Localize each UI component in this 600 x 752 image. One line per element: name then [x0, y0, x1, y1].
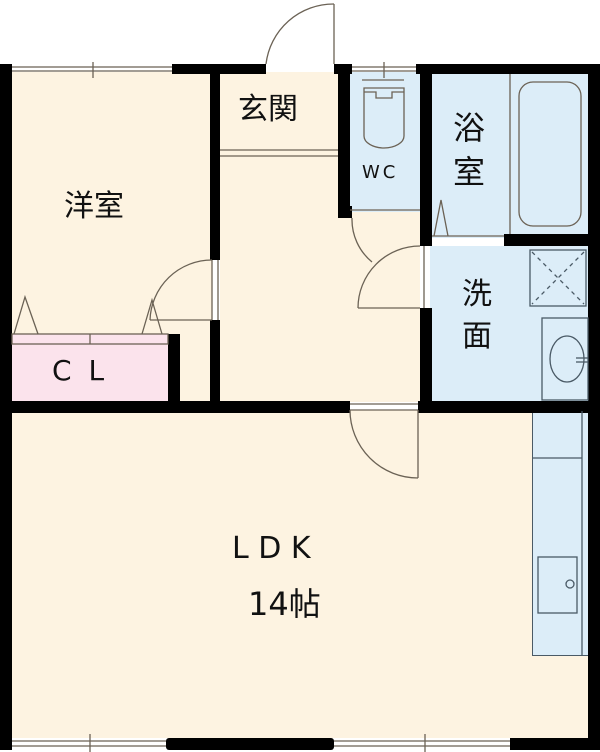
wall-toilet-bottom [338, 206, 352, 218]
bottom-wall-segment-2 [510, 738, 600, 750]
washroom-label-line2: 面 [462, 319, 492, 354]
window-toilet [352, 62, 416, 78]
entrance-area [220, 72, 338, 152]
top-wall-segment-2 [334, 64, 352, 74]
window-western-room [12, 62, 172, 78]
entrance-door-swing [265, 3, 335, 65]
toilet-label: WC [362, 162, 399, 183]
ldk-door-swing [349, 403, 419, 479]
bathroom-label-line2: 室 [453, 153, 486, 191]
washroom-door-swing [357, 245, 425, 309]
western-room-label: 洋室 [64, 189, 124, 224]
bathtub [509, 74, 582, 234]
western-room-door-swing [149, 259, 219, 321]
washroom-label-line1: 洗 [462, 277, 492, 312]
ldk-size-label: 14帖 [248, 585, 321, 623]
toilet-area [347, 72, 421, 212]
washroom-area [430, 246, 588, 402]
closet-area [12, 338, 168, 402]
wash-basin [541, 317, 589, 401]
closet-label: C L [52, 354, 109, 387]
wall-bath-bottom [504, 234, 594, 246]
bottom-wall-corner-left [0, 738, 12, 750]
bathroom-label-line1: 浴 [453, 109, 486, 147]
closet-doors [11, 294, 169, 345]
ldk-label: L D K [232, 531, 311, 566]
wall-wash-left [420, 308, 432, 410]
entrance-label: 玄関 [238, 92, 298, 127]
bottom-wall-segment-1 [166, 738, 334, 750]
window-ldk-left [12, 734, 166, 752]
toilet-fixture [350, 79, 420, 211]
wall-middle-horizontal-left [0, 401, 350, 413]
top-wall-segment-1 [172, 64, 266, 74]
wall-western-room-right-lower [210, 320, 220, 410]
western-room [12, 72, 212, 340]
kitchen-sink [532, 411, 583, 656]
ldk-area [12, 410, 590, 738]
wall-middle-horizontal-right [418, 401, 600, 413]
top-wall-segment-3 [416, 64, 600, 74]
washing-machine-space [529, 249, 587, 307]
window-ldk-right [334, 734, 510, 752]
toilet-door-swing [351, 217, 373, 263]
bathroom-door [432, 199, 504, 237]
wall-bath-left [420, 74, 432, 246]
wall-western-room-right-upper [210, 74, 220, 260]
bathroom-area [430, 72, 588, 238]
wall-toilet-left [338, 74, 350, 218]
wall-closet-right [168, 334, 180, 404]
